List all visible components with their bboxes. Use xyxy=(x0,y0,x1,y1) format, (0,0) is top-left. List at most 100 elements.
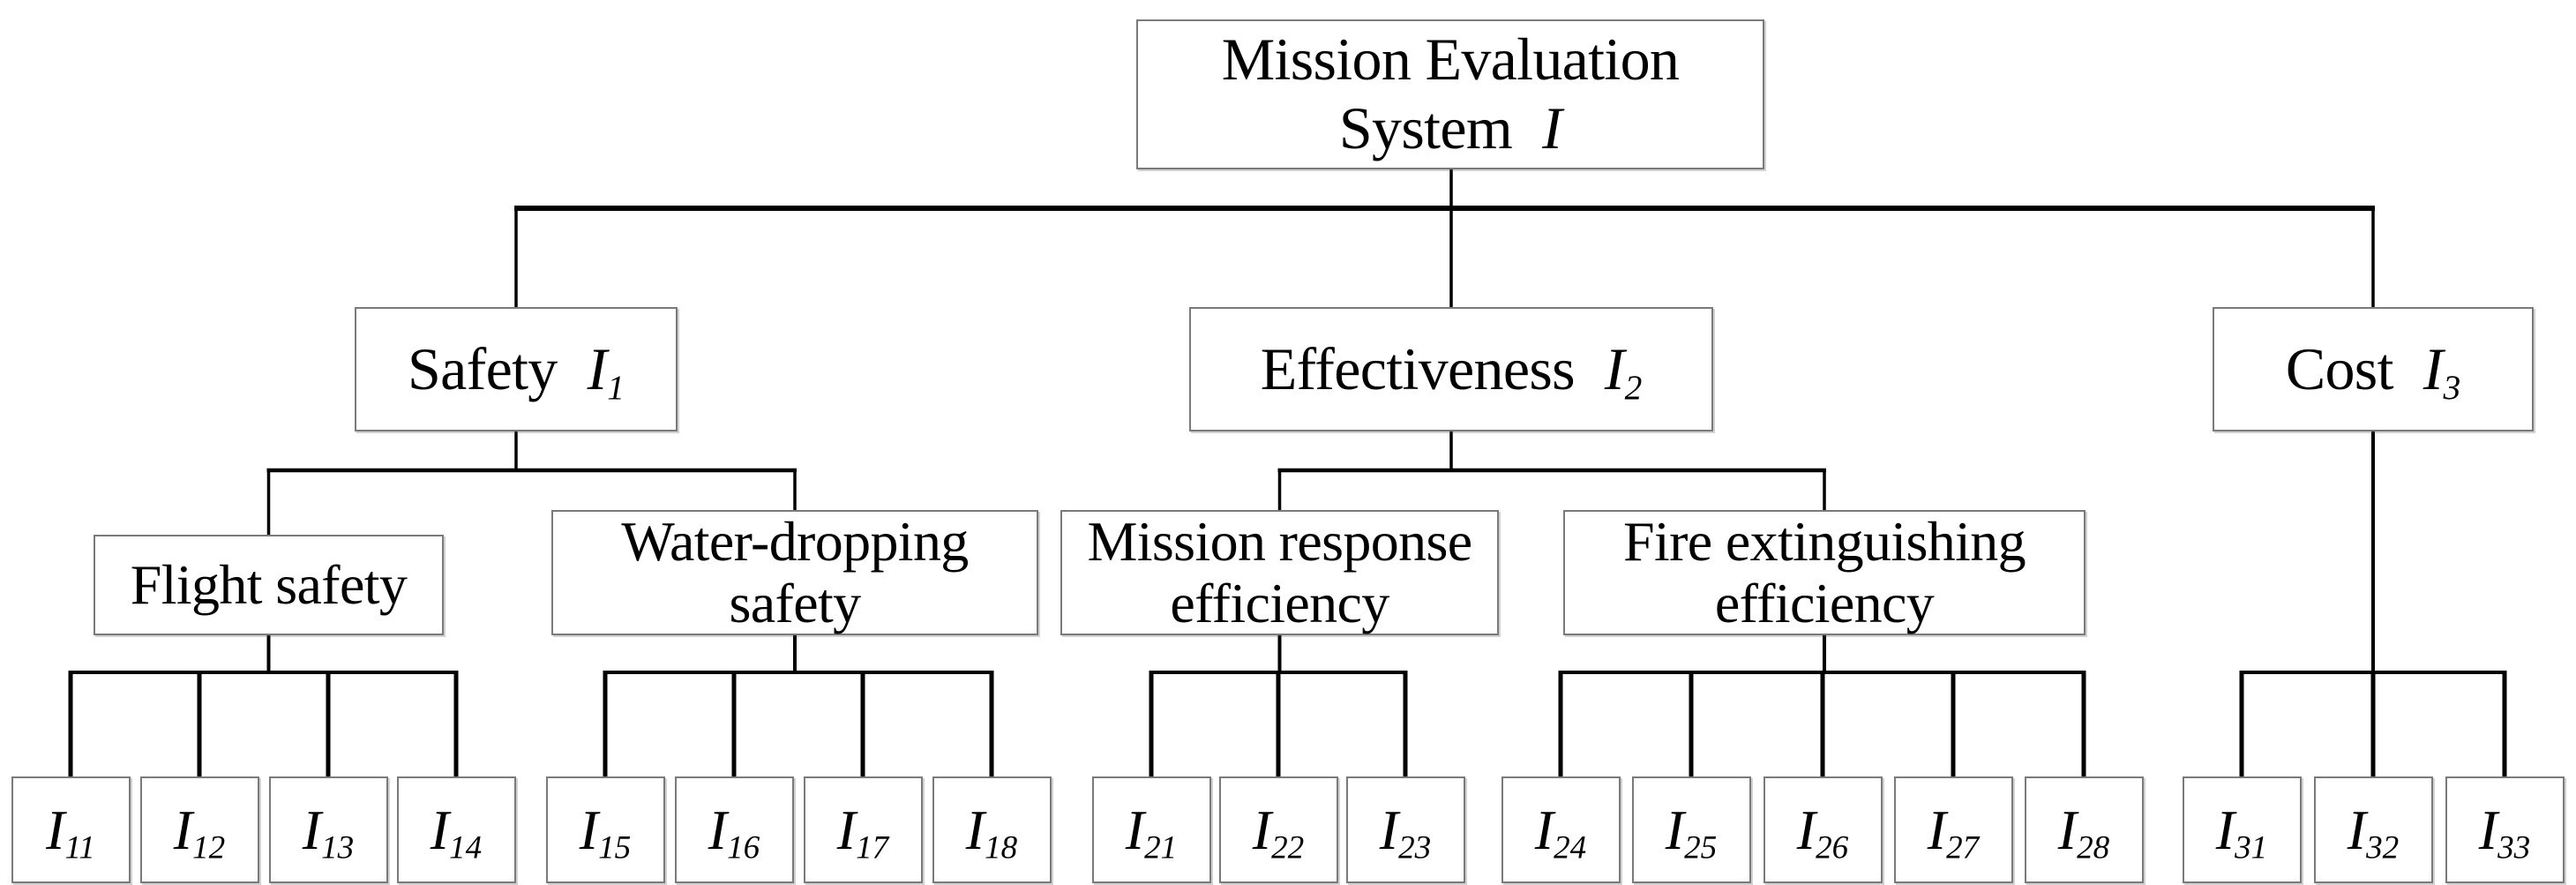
leaf-node-i31: I31 xyxy=(2182,776,2302,883)
symbol-subscript: 26 xyxy=(1816,829,1849,866)
symbol-subscript: 2 xyxy=(1624,368,1643,408)
index-symbol: I2 xyxy=(1605,334,1643,408)
node-flight-safety: Flight safety xyxy=(94,535,444,635)
symbol-letter: I xyxy=(302,798,322,861)
symbol-letter: I xyxy=(2347,798,2367,861)
symbol-subscript: 22 xyxy=(1271,829,1305,866)
symbol-subscript: 24 xyxy=(1554,829,1587,866)
index-symbol: I27 xyxy=(1927,798,1980,866)
symbol-subscript: 1 xyxy=(607,368,625,408)
node-label: Cost xyxy=(2285,335,2394,402)
symbol-subscript: 27 xyxy=(1946,829,1980,866)
index-symbol: I25 xyxy=(1665,798,1718,866)
node-label: efficiency xyxy=(1714,572,1935,634)
leaf-node-i16: I16 xyxy=(674,776,794,883)
index-symbol: I24 xyxy=(1534,798,1587,866)
leaf-node-i12: I12 xyxy=(139,776,259,883)
symbol-letter: I xyxy=(708,798,728,861)
root-label-line2: System I xyxy=(1338,94,1562,163)
index-symbol: I16 xyxy=(708,798,760,866)
index-symbol: I1 xyxy=(587,334,625,408)
node-label: Safety xyxy=(407,335,558,402)
symbol-subscript: 21 xyxy=(1144,829,1178,866)
leaf-node-i11: I11 xyxy=(11,776,131,883)
index-symbol: I21 xyxy=(1125,798,1178,866)
index-symbol: I17 xyxy=(837,798,889,866)
leaf-node-i23: I23 xyxy=(1345,776,1465,883)
leaf-node-i25: I25 xyxy=(1631,776,1751,883)
index-symbol: I26 xyxy=(1796,798,1849,866)
node-safety: Safety I1 xyxy=(355,307,678,431)
symbol-letter: I xyxy=(46,798,65,861)
index-symbol: I33 xyxy=(2478,798,2531,866)
index-symbol: I11 xyxy=(46,798,95,864)
leaf-node-i24: I24 xyxy=(1501,776,1621,883)
leaf-node-i33: I33 xyxy=(2445,776,2565,883)
index-symbol: I23 xyxy=(1379,798,1432,866)
symbol-subscript: 28 xyxy=(2077,829,2110,866)
symbol-letter: I xyxy=(1927,798,1947,861)
symbol-subscript: 31 xyxy=(2235,829,2268,866)
index-symbol: I12 xyxy=(173,798,226,866)
root-label-line1: Mission Evaluation xyxy=(1221,26,1680,94)
leaf-node-i13: I13 xyxy=(268,776,388,883)
index-symbol: I22 xyxy=(1252,798,1305,866)
node-label: Water-dropping xyxy=(621,509,969,573)
index-symbol: I3 xyxy=(2422,334,2461,408)
root-label-text: System xyxy=(1338,94,1513,161)
index-symbol: I15 xyxy=(579,798,632,866)
index-symbol: I32 xyxy=(2347,798,2400,866)
symbol-letter: I xyxy=(1796,798,1816,861)
symbol-letter: I xyxy=(965,798,985,861)
symbol-subscript: 17 xyxy=(856,829,889,866)
symbol-subscript: 25 xyxy=(1684,829,1718,866)
leaf-node-i18: I18 xyxy=(932,776,1052,883)
node-label: Mission response xyxy=(1087,509,1473,573)
index-symbol: I14 xyxy=(430,798,483,866)
symbol-subscript: 3 xyxy=(2443,368,2461,408)
leaf-node-i14: I14 xyxy=(396,776,516,883)
leaf-node-i27: I27 xyxy=(1893,776,2013,883)
symbol-letter: I xyxy=(2422,335,2444,402)
node-label: Effectiveness xyxy=(1260,335,1576,402)
node-cost: Cost I3 xyxy=(2213,307,2534,431)
leaf-node-i28: I28 xyxy=(2024,776,2144,883)
symbol-letter: I xyxy=(173,798,193,861)
symbol-letter: I xyxy=(1379,798,1399,861)
node-label: efficiency xyxy=(1170,572,1389,634)
symbol-subscript: 16 xyxy=(727,829,760,866)
symbol-letter: I xyxy=(1665,798,1685,861)
symbol-letter: I xyxy=(587,335,608,402)
index-symbol: I xyxy=(1542,94,1562,161)
symbol-subscript: 12 xyxy=(192,829,226,866)
leaf-node-i26: I26 xyxy=(1763,776,1883,883)
leaf-node-i32: I32 xyxy=(2313,776,2433,883)
symbol-subscript: 15 xyxy=(598,829,632,866)
symbol-letter: I xyxy=(2478,798,2498,861)
index-symbol: I18 xyxy=(965,798,1018,866)
leaf-node-i17: I17 xyxy=(803,776,923,883)
symbol-letter: I xyxy=(2215,798,2235,861)
symbol-letter: I xyxy=(1534,798,1554,861)
node-label: safety xyxy=(729,572,862,634)
symbol-letter: I xyxy=(1125,798,1145,861)
leaf-node-i22: I22 xyxy=(1218,776,1338,883)
leaf-node-i15: I15 xyxy=(545,776,665,883)
symbol-letter: I xyxy=(1542,94,1562,161)
node-label: Flight safety xyxy=(130,552,408,616)
index-symbol: I13 xyxy=(302,798,354,864)
symbol-letter: I xyxy=(579,798,599,861)
symbol-subscript: 23 xyxy=(1398,829,1432,866)
symbol-subscript: 32 xyxy=(2366,829,2400,866)
symbol-subscript: 18 xyxy=(985,829,1018,866)
symbol-letter: I xyxy=(1252,798,1272,861)
node-label: Fire extinguishing xyxy=(1622,509,2026,573)
symbol-subscript: 14 xyxy=(449,829,483,866)
symbol-letter: I xyxy=(430,798,450,861)
symbol-subscript: 33 xyxy=(2497,829,2531,866)
index-symbol: I28 xyxy=(2058,798,2110,866)
